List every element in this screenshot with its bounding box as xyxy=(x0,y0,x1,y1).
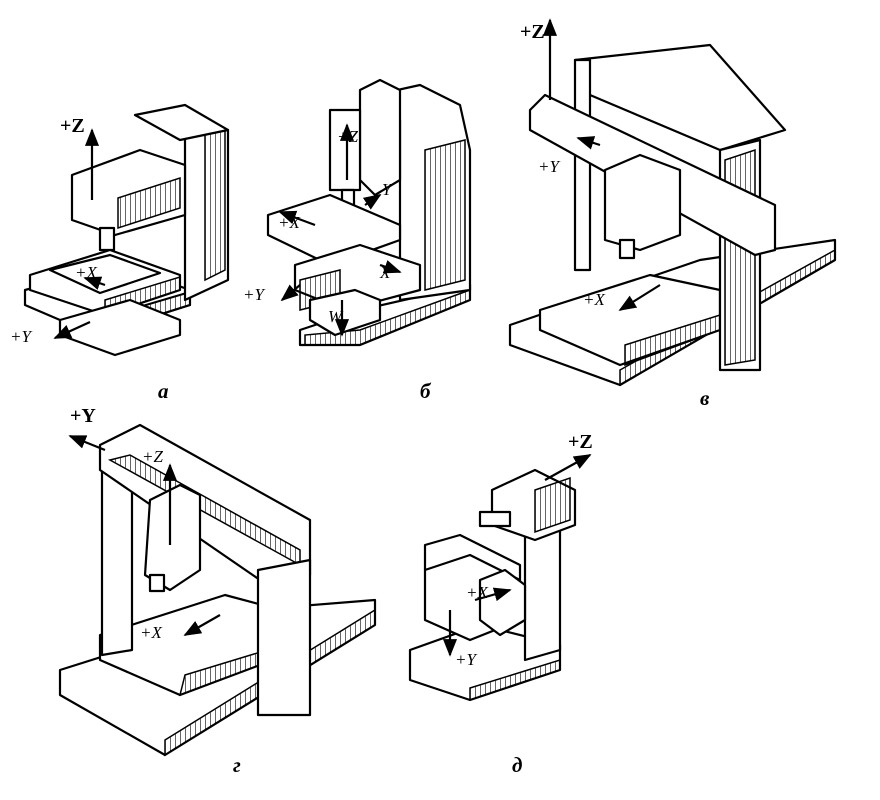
g-axis-x: +X xyxy=(140,623,162,642)
b-axis-y-secondary: Y xyxy=(382,180,393,199)
b-caption: б xyxy=(420,379,432,403)
d-axis-z: +Z xyxy=(568,431,593,453)
a-axis-y: +Y xyxy=(10,327,32,346)
machine-a: +Z +X +Y а xyxy=(10,103,230,403)
g-axis-z: +Z xyxy=(142,447,163,466)
machine-d: +Z +X +Y д xyxy=(408,431,593,777)
g-axis-y: +Y xyxy=(70,405,96,427)
b-axis-x-secondary: X xyxy=(379,263,391,282)
v-caption: в xyxy=(700,386,710,410)
v-axis-z: +Z xyxy=(520,21,545,43)
b-axis-z: +Z xyxy=(337,127,358,146)
d-axis-y: +Y xyxy=(455,650,477,669)
machine-g: +Y +Z +X г xyxy=(58,405,377,777)
a-axis-x: +X xyxy=(75,263,97,282)
b-axis-x: +X xyxy=(278,213,300,232)
d-caption: д xyxy=(512,753,522,777)
b-axis-w: W xyxy=(328,307,344,326)
a-caption: а xyxy=(158,379,169,403)
v-axis-y: +Y xyxy=(538,157,560,176)
machine-b: +Z +X +Y X Y W б xyxy=(243,78,472,403)
v-axis-x: +X xyxy=(583,290,605,309)
g-caption: г xyxy=(233,753,241,777)
b-axis-y: +Y xyxy=(243,285,265,304)
d-axis-x: +X xyxy=(466,583,488,602)
a-axis-z: +Z xyxy=(60,115,85,137)
machine-v: +Z +Y +X в xyxy=(508,18,837,410)
